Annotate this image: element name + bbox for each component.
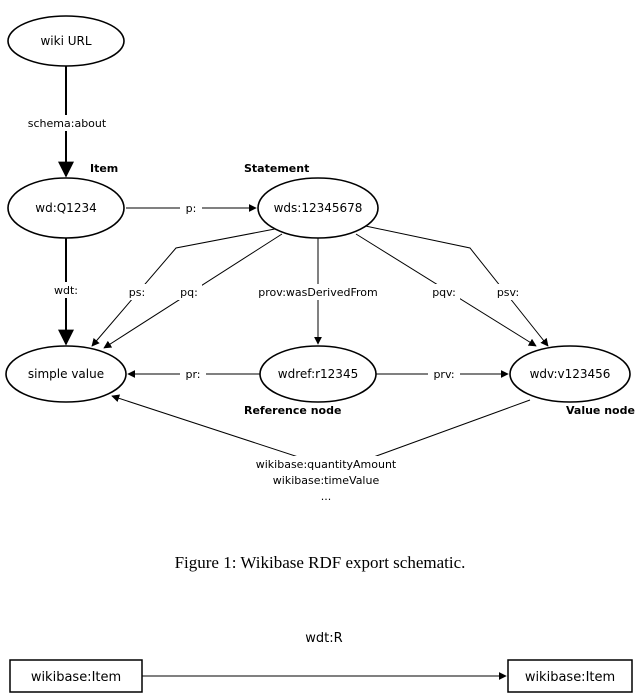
edge-label-ps: ps: [129,286,145,299]
node-label-wiki-url: wiki URL [40,34,91,48]
heading-value-node: Value node [566,404,635,417]
heading-reference-node: Reference node [244,404,341,417]
edge-label-bg [246,456,406,500]
edge-label-psv: psv: [497,286,519,299]
edge-label-prov: prov:wasDerivedFrom [258,286,377,299]
edge-label-bg [180,366,206,382]
edge-label-bg [22,115,114,131]
fig2-box-right-label: wikibase:Item [525,670,615,685]
node-value [509,345,631,403]
edge-label-bg [428,284,460,300]
edge-label-prv: prv: [433,368,454,381]
edge-label-p: p: [186,202,197,215]
node-label-value: wdv:v123456 [530,367,611,381]
node-statement [257,177,379,239]
fig2-box-right [507,659,633,693]
fig2-edge-label-wdt-r: wdt:R [305,631,342,646]
edge-label-bg [428,366,460,382]
edge-label-schema-about: schema:about [28,117,107,130]
edge-label-bg [176,284,202,300]
edge-label-quantity-amount: wikibase:quantityAmount [256,458,397,471]
node-item [7,177,125,239]
figure-caption: Figure 1: Wikibase RDF export schematic. [174,553,466,572]
edge-label-ellipsis: ... [321,490,332,503]
edge-label-bg [248,284,388,300]
node-label-statement: wds:12345678 [274,201,363,215]
fig2-box-left-label: wikibase:Item [31,670,121,685]
edge-ps [91,227,281,347]
edge-psv [355,223,549,347]
heading-item: Item [90,162,118,175]
edge-label-pqv: pqv: [432,286,456,299]
edge-label-pq: pq: [180,286,198,299]
node-reference [259,345,377,403]
edge-label-bg [492,284,524,300]
node-label-reference: wdref:r12345 [278,367,358,381]
edge-label-wdt: wdt: [54,284,78,297]
edge-label-bg [48,282,84,298]
edge-label-time-value: wikibase:timeValue [273,474,380,487]
node-label-simple-value: simple value [28,367,104,381]
edge-label-pr: pr: [185,368,200,381]
edge-label-bg [124,284,150,300]
node-label-item: wd:Q1234 [35,201,96,215]
edge-label-bg [180,200,202,216]
heading-statement: Statement [244,162,309,175]
node-wiki-url [7,15,125,67]
node-simple-value [5,345,127,403]
